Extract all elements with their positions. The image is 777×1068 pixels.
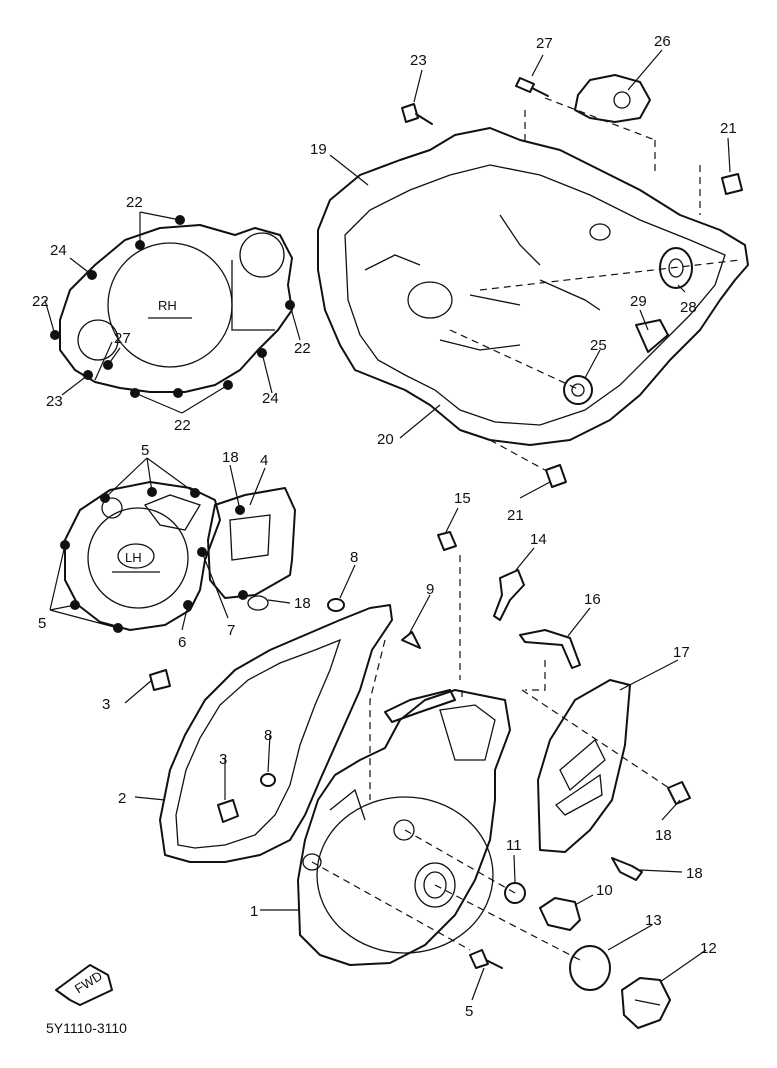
callout-21: 21 [720, 120, 737, 137]
callout-18: 18 [222, 449, 239, 466]
sprocket-cover-part-4 [207, 487, 296, 599]
callout-26: 26 [654, 33, 671, 50]
crankcase-cover-part-1 [297, 689, 511, 966]
bolt-part-18-lower [611, 857, 643, 881]
callout-20: 20 [377, 431, 394, 448]
assembly-line [525, 660, 546, 691]
sprocket-cover-part-17 [537, 679, 631, 853]
rh-cover-inset: RH [50, 215, 295, 398]
callout-23: 23 [46, 393, 63, 410]
gasket-part-2 [159, 604, 393, 863]
clip-part-14 [493, 569, 525, 621]
callout-22: 22 [294, 340, 311, 357]
gear-part-28 [659, 247, 693, 289]
bolt-part-23 [401, 103, 433, 125]
callout-7: 7 [227, 622, 235, 639]
dowel-part-3-left [149, 669, 171, 691]
o-ring-part-11 [504, 882, 526, 904]
callout-16: 16 [584, 591, 601, 608]
callout-5: 5 [38, 615, 46, 632]
bearing-part-25-inner [571, 383, 585, 397]
lh-cover-inset: LH [60, 481, 296, 633]
lh-label: LH [125, 550, 142, 565]
assembly-line [479, 259, 741, 291]
assembly-line [404, 829, 516, 894]
rh-label: RH [158, 298, 177, 313]
callout-6: 6 [178, 634, 186, 651]
gear-part-28-inner [668, 258, 684, 278]
assembly-line [489, 439, 546, 471]
callout-15: 15 [454, 490, 471, 507]
callout-27: 27 [114, 330, 131, 347]
callout-3: 3 [219, 751, 227, 768]
callout-22: 22 [32, 293, 49, 310]
plug-part-10 [539, 897, 581, 931]
callout-11: 11 [506, 837, 522, 854]
assembly-line [434, 884, 581, 961]
cap-slot [634, 999, 661, 1006]
assembly-line [369, 639, 386, 800]
callout-1: 1 [250, 903, 258, 920]
callout-12: 12 [700, 940, 717, 957]
assembly-line [311, 861, 471, 951]
leader-lines [44, 49, 731, 1001]
bearing-part-25 [563, 375, 593, 405]
drawing-code: 5Y1110-3110 [46, 1020, 127, 1036]
cap-part-12 [621, 977, 671, 1029]
callout-2: 2 [118, 790, 126, 807]
bracket-part-26 [574, 74, 651, 123]
callout-24: 24 [50, 242, 67, 259]
bracket-hole [613, 91, 631, 109]
assembly-line [521, 689, 673, 791]
crankcase-cover-part-19 [317, 127, 749, 446]
bracket-part-16 [519, 629, 581, 669]
callout-29: 29 [630, 293, 647, 310]
dowel-part-21-top [721, 173, 743, 195]
callout-14: 14 [530, 531, 547, 548]
callout-10: 10 [596, 882, 613, 899]
bolt-part-5-bottom [469, 949, 503, 969]
fwd-arrow-icon: FWD [55, 964, 113, 1006]
callout-23: 23 [410, 52, 427, 69]
sprocket-cover-slot [559, 738, 606, 792]
callout-28: 28 [680, 299, 697, 316]
assembly-line [524, 97, 656, 175]
o-ring-part-13 [569, 945, 611, 991]
callout-13: 13 [645, 912, 662, 929]
callout-8: 8 [350, 549, 358, 566]
callout-5: 5 [141, 442, 149, 459]
clip-part-29 [635, 319, 669, 353]
bracket-part-9 [384, 631, 456, 723]
callout-21: 21 [507, 507, 524, 524]
callout-24: 24 [262, 390, 279, 407]
dowel-part-3-mid [217, 799, 239, 823]
dowel-part-21-bottom [545, 464, 567, 488]
assembly-line [449, 329, 581, 391]
bolt-part-15 [437, 531, 457, 551]
sprocket-cover-slot [555, 773, 603, 816]
callout-9: 9 [426, 581, 434, 598]
callout-22: 22 [174, 417, 191, 434]
callout-27: 27 [536, 35, 553, 52]
callout-18: 18 [294, 595, 311, 612]
callouts: 23 27 26 21 19 22 24 22 28 29 27 22 25 2… [32, 33, 737, 1020]
callout-22: 22 [126, 194, 143, 211]
callout-17: 17 [673, 644, 690, 661]
callout-4: 4 [260, 452, 268, 469]
assembly-line [459, 555, 463, 700]
callout-18: 18 [686, 865, 703, 882]
callout-25: 25 [590, 337, 607, 354]
callout-19: 19 [310, 141, 327, 158]
o-ring-part-8-mid [260, 773, 276, 787]
callout-3: 3 [102, 696, 110, 713]
gasket-part-2-inner [175, 638, 342, 849]
bolt-part-18-upper [667, 781, 691, 805]
o-ring-part-8-top [327, 598, 345, 612]
callout-8: 8 [264, 727, 272, 744]
fwd-label: FWD [72, 968, 105, 996]
bolt-part-27 [515, 77, 549, 97]
callout-18: 18 [655, 827, 672, 844]
callout-5: 5 [465, 1003, 473, 1020]
